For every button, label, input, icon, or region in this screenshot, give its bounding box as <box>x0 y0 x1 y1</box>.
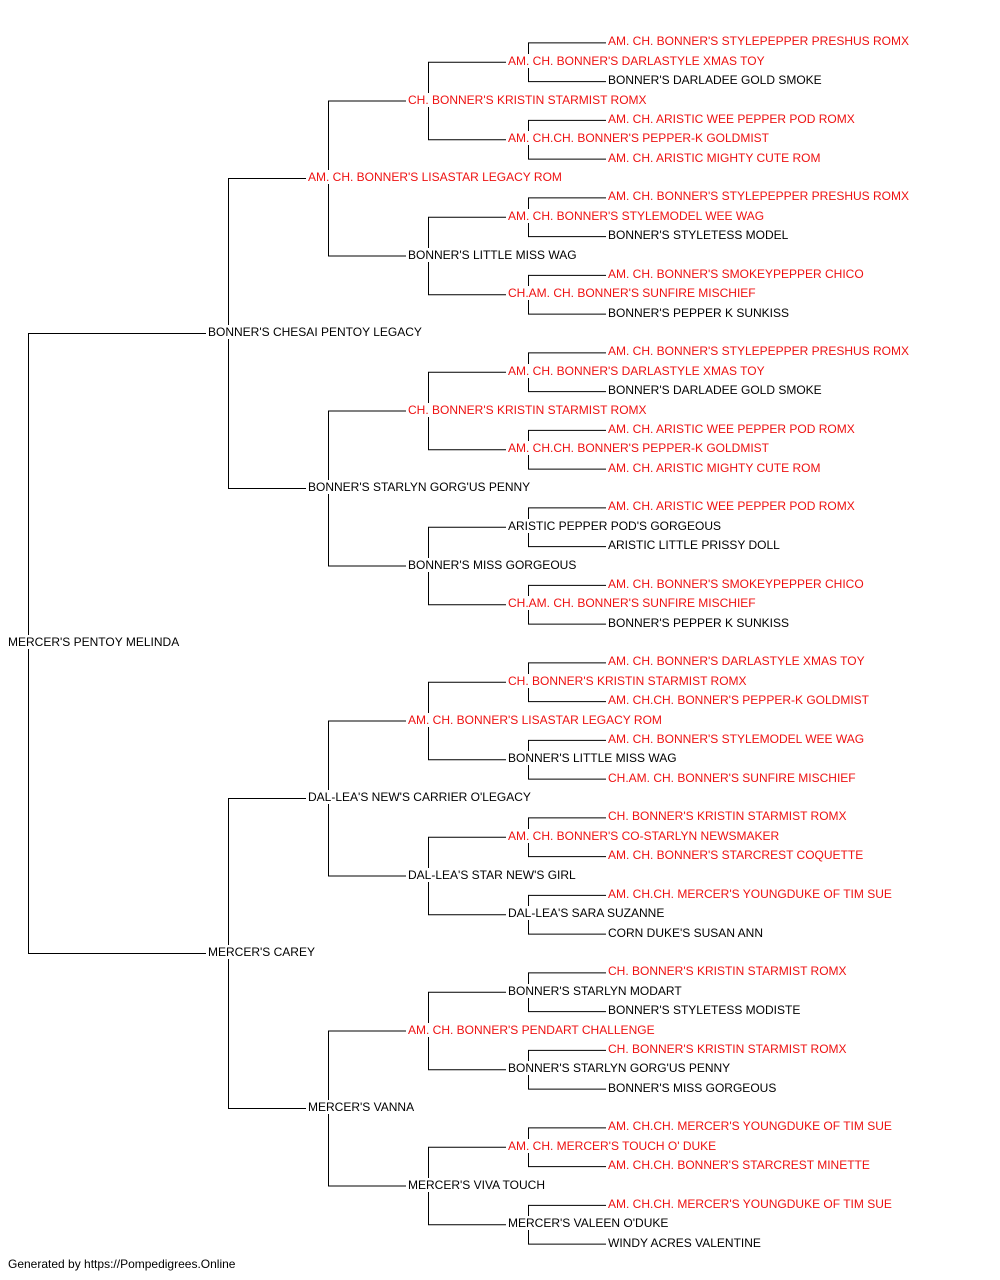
ancestor-name: CORN DUKE'S SUSAN ANN <box>608 925 765 940</box>
ancestor-name: AM. CH. BONNER'S LISASTAR LEGACY ROM <box>408 712 664 727</box>
ancestor-name: CH. BONNER'S KRISTIN STARMIST ROMX <box>508 673 749 688</box>
ancestor-name: AM. CH.CH. BONNER'S PEPPER-K GOLDMIST <box>508 441 771 456</box>
ancestor-name: CH. BONNER'S KRISTIN STARMIST ROMX <box>408 92 649 107</box>
ancestor-name: AM. CH. ARISTIC WEE PEPPER POD ROMX <box>608 111 857 126</box>
ancestor-name: AM. CH. BONNER'S STYLEPEPPER PRESHUS ROM… <box>608 34 912 49</box>
ancestor-name: BONNER'S STARLYN GORG'US PENNY <box>308 480 533 494</box>
ancestor-name: ARISTIC PEPPER POD'S GORGEOUS <box>508 518 723 533</box>
ancestor-name: AM. CH. BONNER'S CO-STARLYN NEWSMAKER <box>508 828 782 843</box>
ancestor-name: AM. CH. BONNER'S DARLASTYLE XMAS TOY <box>508 363 767 378</box>
ancestor-name: AM. CH. BONNER'S SMOKEYPEPPER CHICO <box>608 266 866 281</box>
ancestor-name: BONNER'S MISS GORGEOUS <box>608 1080 779 1095</box>
ancestor-name: MERCER'S CAREY <box>208 945 317 959</box>
ancestor-name: BONNER'S STARLYN GORG'US PENNY <box>508 1061 733 1076</box>
ancestor-name: CH.AM. CH. BONNER'S SUNFIRE MISCHIEF <box>608 770 858 785</box>
ancestor-name: BONNER'S PEPPER K SUNKISS <box>608 615 792 630</box>
ancestor-name: CH. BONNER'S KRISTIN STARMIST ROMX <box>608 1041 849 1056</box>
ancestor-name: AM. CH. BONNER'S STARCREST COQUETTE <box>608 848 866 863</box>
ancestor-name: BONNER'S STYLETESS MODISTE <box>608 1003 803 1018</box>
ancestor-name: AM. CH. BONNER'S LISASTAR LEGACY ROM <box>308 170 564 184</box>
ancestor-name: AM. CH. ARISTIC MIGHTY CUTE ROM <box>608 150 823 165</box>
ancestor-name: AM. CH.CH. BONNER'S PEPPER-K GOLDMIST <box>608 693 871 708</box>
ancestor-name: AM. CH. BONNER'S STYLEMODEL WEE WAG <box>508 208 767 223</box>
ancestor-name: AM. CH. MERCER'S TOUCH O' DUKE <box>508 1138 719 1153</box>
ancestor-name: BONNER'S STYLETESS MODEL <box>608 228 791 243</box>
ancestor-name: DAL-LEA'S SARA SUZANNE <box>508 906 667 921</box>
ancestor-name: AM. CH. BONNER'S DARLASTYLE XMAS TOY <box>508 53 767 68</box>
subject-dog-name: MERCER'S PENTOY MELINDA <box>8 635 182 649</box>
ancestor-name: AM. CH. BONNER'S DARLASTYLE XMAS TOY <box>608 654 867 669</box>
ancestor-name: WINDY ACRES VALENTINE <box>608 1235 763 1250</box>
ancestor-name: BONNER'S DARLADEE GOLD SMOKE <box>608 73 824 88</box>
ancestor-name: BONNER'S CHESAI PENTOY LEGACY <box>208 325 424 339</box>
ancestor-name: BONNER'S DARLADEE GOLD SMOKE <box>608 383 824 398</box>
ancestor-name: DAL-LEA'S NEW'S CARRIER O'LEGACY <box>308 790 533 804</box>
ancestor-name: CH.AM. CH. BONNER'S SUNFIRE MISCHIEF <box>508 596 758 611</box>
ancestor-name: AM. CH. BONNER'S STYLEPEPPER PRESHUS ROM… <box>608 189 912 204</box>
ancestor-name: MERCER'S VANNA <box>308 1100 417 1114</box>
ancestor-name: AM. CH. BONNER'S STYLEMODEL WEE WAG <box>608 731 867 746</box>
ancestor-name: AM. CH. BONNER'S STYLEPEPPER PRESHUS ROM… <box>608 344 912 359</box>
ancestor-name: CH. BONNER'S KRISTIN STARMIST ROMX <box>608 964 849 979</box>
ancestor-name: BONNER'S PEPPER K SUNKISS <box>608 305 792 320</box>
ancestor-name: BONNER'S STARLYN MODART <box>508 983 684 998</box>
generated-by-footer: Generated by https://Pompedigrees.Online <box>8 1257 236 1271</box>
ancestor-name: ARISTIC LITTLE PRISSY DOLL <box>608 538 782 553</box>
ancestor-name: BONNER'S LITTLE MISS WAG <box>508 751 679 766</box>
ancestor-name: AM. CH. BONNER'S SMOKEYPEPPER CHICO <box>608 576 866 591</box>
ancestor-name: AM. CH.CH. BONNER'S PEPPER-K GOLDMIST <box>508 131 771 146</box>
ancestor-name: AM. CH.CH. MERCER'S YOUNGDUKE OF TIM SUE <box>608 1119 894 1134</box>
ancestor-name: CH. BONNER'S KRISTIN STARMIST ROMX <box>608 809 849 824</box>
ancestor-name: BONNER'S LITTLE MISS WAG <box>408 247 579 262</box>
ancestor-name: MERCER'S VIVA TOUCH <box>408 1177 547 1192</box>
ancestor-name: BONNER'S MISS GORGEOUS <box>408 557 579 572</box>
ancestor-name: AM. CH. ARISTIC MIGHTY CUTE ROM <box>608 460 823 475</box>
ancestor-name: AM. CH.CH. MERCER'S YOUNGDUKE OF TIM SUE <box>608 886 894 901</box>
ancestor-name: AM. CH.CH. MERCER'S YOUNGDUKE OF TIM SUE <box>608 1196 894 1211</box>
ancestor-name: MERCER'S VALEEN O'DUKE <box>508 1216 671 1231</box>
ancestor-name: DAL-LEA'S STAR NEW'S GIRL <box>408 867 578 882</box>
ancestor-name: CH.AM. CH. BONNER'S SUNFIRE MISCHIEF <box>508 286 758 301</box>
ancestor-name: AM. CH. BONNER'S PENDART CHALLENGE <box>408 1022 657 1037</box>
ancestor-name: AM. CH. ARISTIC WEE PEPPER POD ROMX <box>608 421 857 436</box>
ancestor-name: AM. CH. ARISTIC WEE PEPPER POD ROMX <box>608 499 857 514</box>
ancestor-name: CH. BONNER'S KRISTIN STARMIST ROMX <box>408 402 649 417</box>
ancestor-name: AM. CH.CH. BONNER'S STARCREST MINETTE <box>608 1158 872 1173</box>
